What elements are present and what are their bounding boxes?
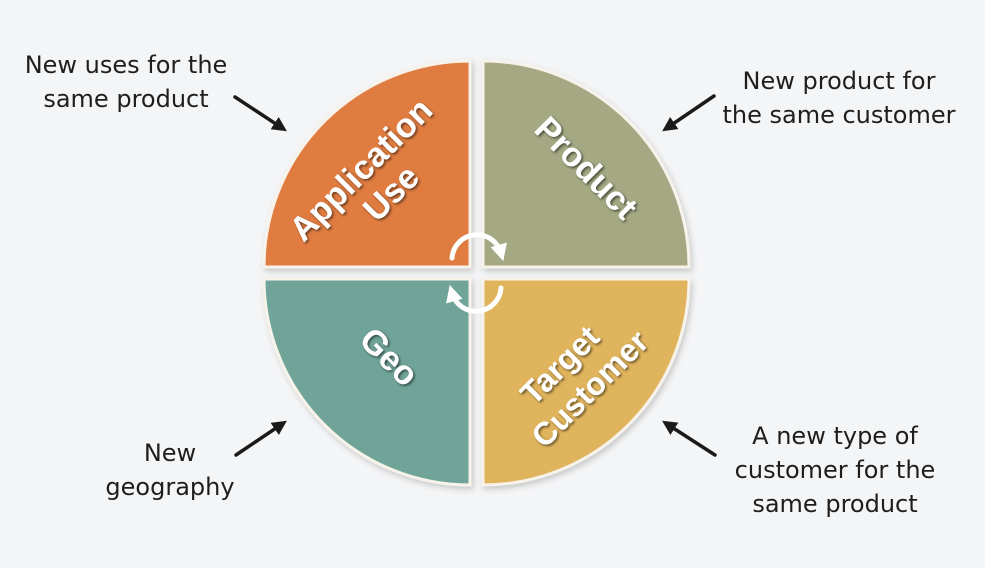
- callout-line: same product: [43, 85, 209, 113]
- arrow-icon: [233, 95, 287, 132]
- callout-new-product: New product for the same customer: [708, 64, 970, 132]
- arrow-icon: [662, 420, 717, 457]
- quadrant-target-customer: [481, 277, 691, 487]
- callout-line: New: [143, 439, 197, 467]
- quadrant-product: [481, 59, 691, 269]
- quadrant-application-use: [262, 59, 472, 269]
- quadrant-geo: [262, 277, 472, 487]
- callout-line: A new type of: [752, 422, 918, 450]
- callout-line: New uses for the: [24, 51, 228, 79]
- callout-line: the same customer: [722, 101, 956, 129]
- cycle-arrows-icon: [446, 232, 507, 314]
- callout-line: same product: [752, 490, 918, 518]
- callout-line: geography: [105, 473, 235, 501]
- callout-line: New product for: [742, 67, 936, 95]
- arrow-icon: [234, 420, 287, 457]
- callout-new-geography: New geography: [100, 436, 240, 504]
- callout-new-uses: New uses for the same product: [8, 48, 244, 116]
- arrow-icon: [662, 94, 716, 132]
- callout-new-customer-type: A new type of customer for the same prod…: [718, 419, 952, 521]
- callout-line: customer for the: [734, 456, 936, 484]
